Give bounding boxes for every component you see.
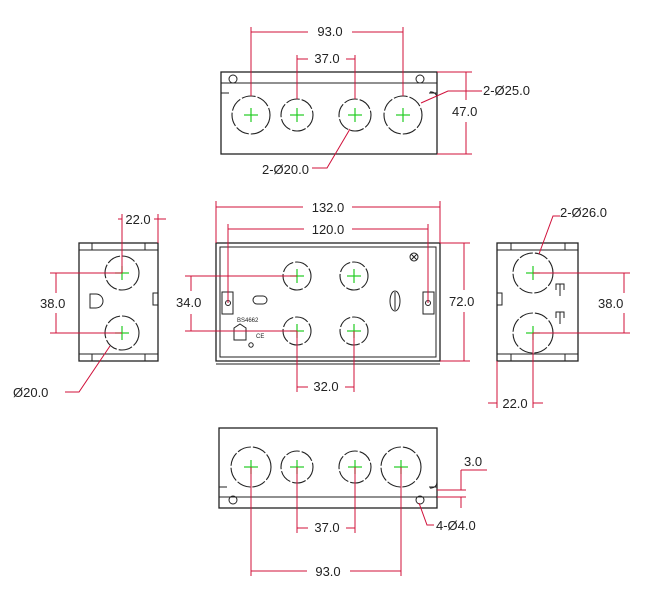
right-view-clip-icon	[555, 311, 565, 324]
dim-34-label: 34.0	[176, 295, 201, 310]
mark-ce: CE	[256, 334, 264, 340]
top-view-mount-hole	[228, 74, 238, 84]
dim-93-top: 93.0	[250, 24, 404, 96]
bottom-view-outline	[218, 427, 438, 509]
dim-38-right: 38.0	[533, 272, 630, 334]
callout-2-dia-26: 2-Ø26.0	[538, 205, 607, 255]
dim-37-bottom: 37.0	[296, 467, 356, 535]
left-view: 22.0 38.0 Ø20.0	[13, 212, 166, 400]
dim-132: 132.0	[215, 200, 441, 243]
dim-22-left: 22.0	[118, 212, 166, 273]
front-view-outline	[215, 242, 441, 362]
bottom-view-mount-hole	[228, 495, 238, 505]
top-view-mount-hole	[415, 74, 425, 84]
mark-standard: BS4662	[237, 318, 259, 324]
dim-32-label: 32.0	[313, 379, 338, 394]
dim-22-right: 22.0	[488, 333, 543, 411]
dim-34: 34.0	[176, 275, 297, 332]
bottom-view: 37.0 93.0 3.0 4-Ø4.0	[218, 427, 487, 579]
front-view-inner-outline	[219, 246, 437, 358]
dim-120: 120.0	[227, 222, 429, 303]
right-view: 2-Ø26.0 38.0 22.0	[488, 205, 630, 411]
dim-38-right-label: 38.0	[598, 296, 623, 311]
left-view-tab	[152, 292, 159, 306]
callout-2-dia-20-label: 2-Ø20.0	[262, 162, 309, 177]
dim-72: 72.0	[440, 242, 474, 362]
top-view: 93.0 37.0 47.0 2-Ø25.0 2-Ø20.0	[220, 24, 530, 177]
front-slot	[252, 295, 268, 305]
dim-47: 47.0	[437, 71, 477, 155]
dim-38-left-label: 38.0	[40, 296, 65, 311]
bottom-view-mount-hole	[415, 495, 425, 505]
front-oval-knockout	[389, 290, 401, 312]
mark-shield-icon	[233, 323, 247, 341]
dim-22-left-label: 22.0	[125, 212, 150, 227]
dim-47-label: 47.0	[452, 104, 477, 119]
dim-22-right-label: 22.0	[502, 396, 527, 411]
dim-93-bottom-label: 93.0	[315, 564, 340, 579]
dim-38-left: 38.0	[40, 272, 122, 334]
right-view-clip-icon	[555, 283, 565, 296]
callout-dia-20-left: Ø20.0	[13, 345, 111, 400]
dim-3-label: 3.0	[464, 454, 482, 469]
mark-circle-icon	[248, 342, 254, 348]
dim-32: 32.0	[296, 331, 355, 394]
top-view-outline	[220, 71, 438, 155]
callout-4-dia-4-label: 4-Ø4.0	[436, 518, 476, 533]
centre-marks	[244, 108, 410, 122]
dim-37-bottom-label: 37.0	[314, 520, 339, 535]
dim-132-label: 132.0	[312, 200, 345, 215]
dim-3: 3.0	[437, 454, 487, 508]
dim-72-label: 72.0	[449, 294, 474, 309]
dim-120-label: 120.0	[312, 222, 345, 237]
left-view-keyhole	[89, 293, 104, 309]
callout-dia-20-left-label: Ø20.0	[13, 385, 48, 400]
right-view-tab	[496, 292, 503, 306]
dim-37-top-label: 37.0	[314, 51, 339, 66]
callout-2-dia-25: 2-Ø25.0	[420, 83, 530, 104]
callout-4-dia-4: 4-Ø4.0	[418, 502, 476, 533]
front-view: BS4662 CE 132.0 120.0	[176, 200, 474, 394]
callout-2-dia-25-label: 2-Ø25.0	[483, 83, 530, 98]
dim-93-bottom: 93.0	[250, 467, 402, 579]
bottom-view-corner-arc	[429, 481, 438, 489]
callout-2-dia-20: 2-Ø20.0	[262, 128, 351, 177]
callout-2-dia-26-label: 2-Ø26.0	[560, 205, 607, 220]
top-view-corner-arc	[429, 91, 438, 99]
dim-37-top: 37.0	[296, 51, 356, 99]
earth-terminal	[409, 252, 419, 262]
dim-93-top-label: 93.0	[317, 24, 342, 39]
